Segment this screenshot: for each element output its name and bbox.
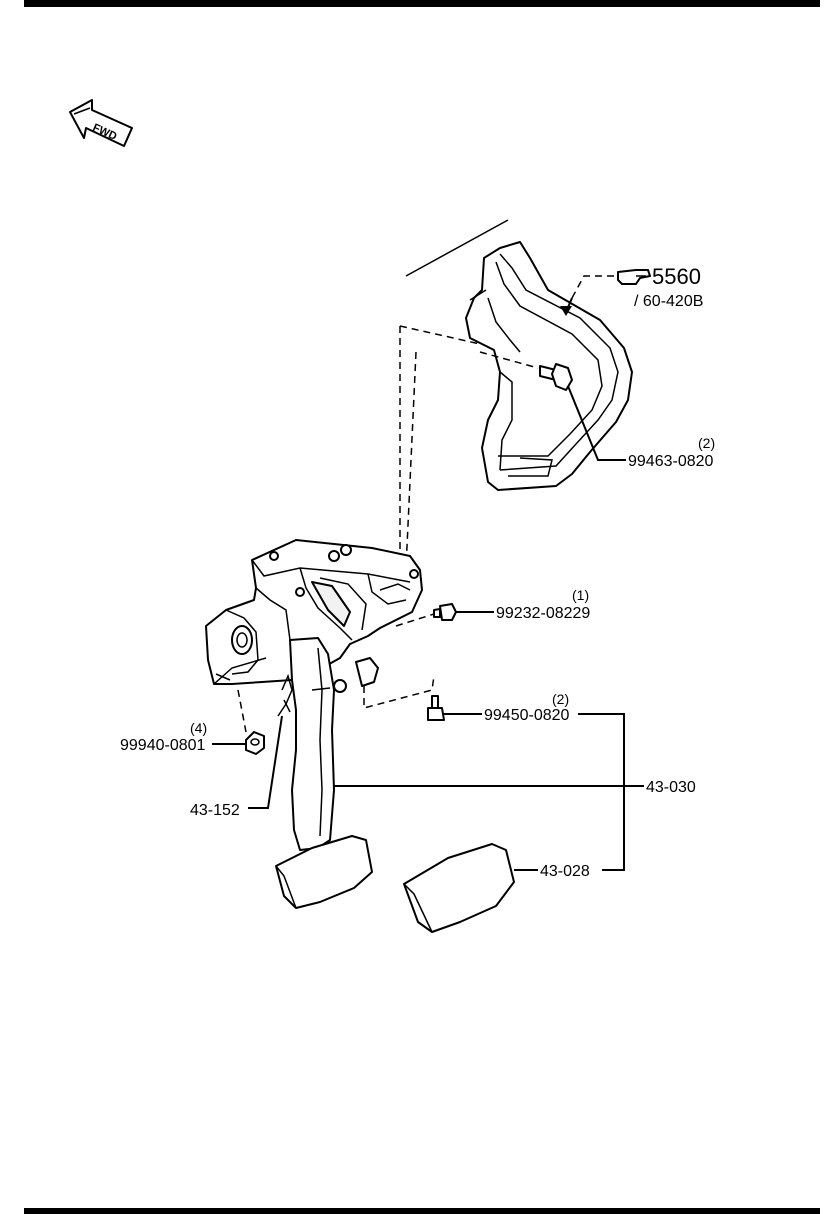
bolt-upper-dash bbox=[479, 351, 539, 369]
assembly-dash-3 bbox=[405, 351, 417, 569]
pedal-assembly-part-number: 43-030 bbox=[646, 779, 696, 796]
bolt-99450-0820 bbox=[427, 695, 445, 721]
nut-qty: (4) bbox=[190, 720, 207, 736]
bolt-stopper-dash bbox=[363, 675, 435, 709]
bolt-pivot-qty: (1) bbox=[572, 587, 589, 603]
clip-leader bbox=[248, 715, 283, 809]
reference-section: / 60-420B bbox=[634, 293, 703, 310]
pedal-pad-installed bbox=[275, 835, 373, 909]
bolt-upper-qty: (2) bbox=[698, 435, 715, 451]
pedal-pad-part-number: 43-028 bbox=[540, 863, 590, 880]
brake-pedal-arm bbox=[289, 637, 379, 851]
clip-43-152 bbox=[277, 673, 293, 717]
reference-number: 5560 bbox=[652, 264, 701, 289]
upper-bracket bbox=[465, 241, 633, 491]
dash-panel-line bbox=[405, 219, 509, 277]
bolt-upper-leader bbox=[567, 385, 626, 461]
nut-dash bbox=[237, 689, 247, 733]
bolt-pivot-part-number: 99232-08229 bbox=[496, 605, 590, 622]
clip-part-number: 43-152 bbox=[190, 802, 240, 819]
pedal-bracket bbox=[205, 539, 423, 685]
bolt-stopper-part-number: 99450-0820 bbox=[484, 707, 570, 724]
bolt-pivot-dash bbox=[395, 613, 435, 627]
bolt-upper-part-number: 99463-0820 bbox=[628, 453, 714, 470]
bolt-99463-0820 bbox=[539, 363, 573, 391]
top-border bbox=[24, 0, 820, 7]
bolt-stopper-qty: (2) bbox=[552, 691, 569, 707]
pedal-pad-43-028 bbox=[403, 843, 515, 933]
bolt-99232-08229 bbox=[433, 603, 457, 621]
nut-99940-0801 bbox=[245, 731, 265, 755]
reference-leader bbox=[571, 275, 614, 299]
fwd-arrow-icon: FWD bbox=[69, 99, 133, 147]
bottom-border bbox=[24, 1208, 820, 1214]
assembly-dash-1 bbox=[399, 325, 481, 345]
bolt-stopper-bracket-line bbox=[578, 713, 625, 871]
pointing-hand-icon bbox=[617, 269, 651, 285]
nut-part-number: 99940-0801 bbox=[120, 737, 206, 754]
